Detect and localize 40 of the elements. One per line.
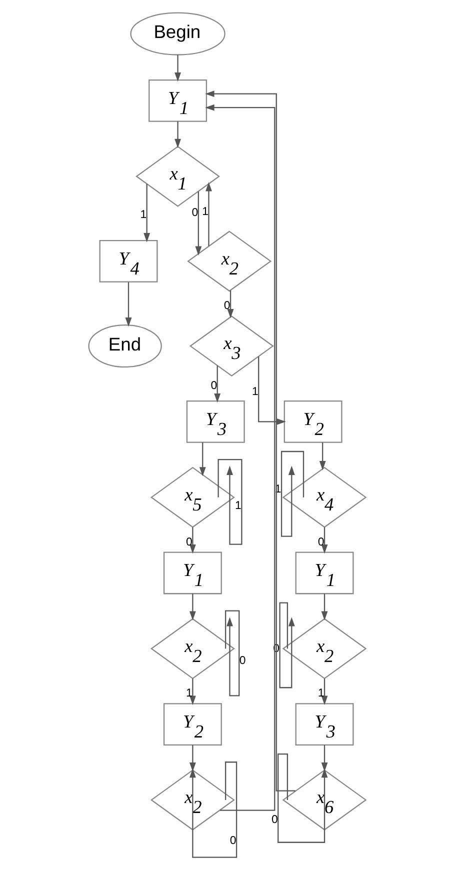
arrow bbox=[189, 527, 196, 554]
edge-label: 0 bbox=[210, 380, 218, 392]
arrow bbox=[321, 744, 328, 772]
arrow bbox=[258, 356, 286, 425]
arrow bbox=[174, 121, 181, 148]
edge-label: 0 bbox=[186, 536, 192, 548]
arrow bbox=[189, 594, 196, 620]
edge-label: 1 bbox=[202, 206, 208, 218]
arrow bbox=[199, 442, 206, 476]
arrow bbox=[278, 754, 328, 843]
arrow bbox=[321, 678, 328, 705]
arrow bbox=[125, 282, 132, 327]
edge-label: 1 bbox=[252, 386, 258, 398]
edge-label: 0 bbox=[271, 814, 278, 826]
arrow bbox=[174, 54, 181, 82]
edge-label: 1 bbox=[235, 500, 242, 512]
arrow bbox=[227, 290, 234, 318]
edge-label: 1 bbox=[318, 688, 324, 700]
node-ellipse: End bbox=[88, 324, 162, 368]
arrow bbox=[205, 104, 276, 811]
arrow bbox=[189, 762, 238, 858]
arrow bbox=[195, 192, 202, 256]
arrow bbox=[206, 182, 212, 246]
edge-label: 0 bbox=[224, 300, 230, 312]
edge-label: 0 bbox=[239, 654, 246, 667]
edge-label: 0 bbox=[192, 206, 198, 219]
edge-label: 1 bbox=[140, 208, 147, 221]
edge-label: 0 bbox=[318, 536, 324, 548]
arrow bbox=[319, 442, 326, 470]
arrow bbox=[321, 594, 328, 620]
arrow bbox=[279, 602, 295, 688]
arrow bbox=[189, 678, 196, 705]
edge-label: 0 bbox=[230, 834, 236, 847]
arrow bbox=[205, 90, 296, 792]
arrow bbox=[214, 366, 221, 403]
arrow bbox=[321, 527, 328, 554]
node-ellipse: Begin bbox=[130, 12, 226, 56]
arrow bbox=[189, 744, 196, 772]
edge-label: 1 bbox=[186, 688, 192, 700]
arrow bbox=[144, 184, 150, 242]
